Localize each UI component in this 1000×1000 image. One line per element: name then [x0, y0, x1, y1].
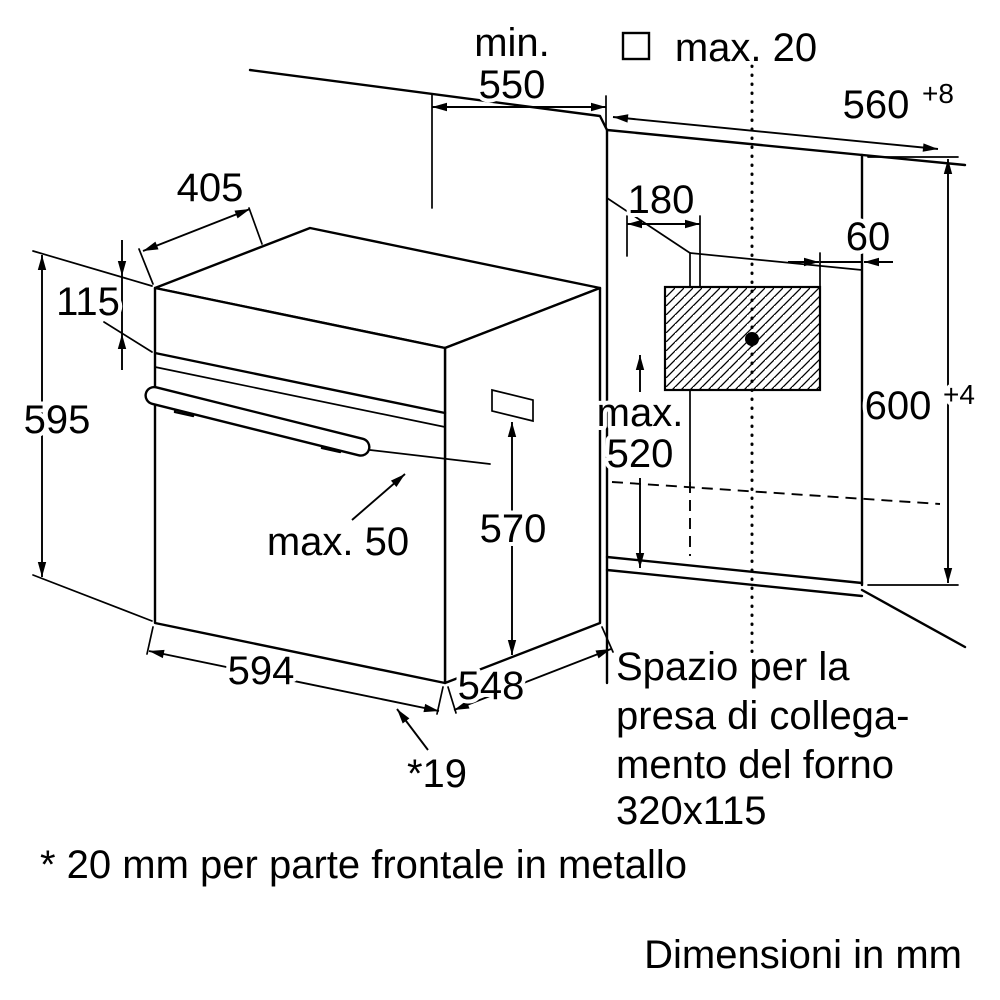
control-panel-bottom-line — [153, 351, 447, 415]
square-symbol — [621, 31, 651, 61]
door-top-line — [154, 366, 446, 428]
label-socket-offset-right: 60 — [846, 215, 891, 259]
dim-worktop-depth — [431, 94, 607, 209]
label-niche-depth-prefix: max. — [597, 391, 684, 435]
label-handle-protrusion: max. 50 — [267, 520, 409, 564]
dimension-line — [148, 649, 440, 713]
dim-socket-offset-right — [788, 252, 893, 288]
label-oven-width: 594 — [228, 649, 295, 693]
dim-top-gap — [621, 31, 651, 61]
extension-line — [248, 207, 263, 245]
oven-side-face — [443, 286, 602, 685]
label-control-panel-height: 115 — [56, 280, 120, 324]
label-oven-body-height: 570 — [480, 507, 547, 551]
socket-point — [745, 332, 759, 346]
niche-back-top-edge — [689, 252, 863, 271]
dimension-line — [612, 114, 939, 152]
label-niche-depth: 520 — [607, 432, 674, 476]
label-worktop-depth: 550 — [479, 63, 546, 107]
extension-line — [32, 250, 153, 287]
handle-reference-line — [369, 449, 491, 465]
extension-line — [32, 574, 153, 622]
label-oven-body-depth: 548 — [458, 664, 525, 708]
label-oven-height: 595 — [24, 398, 91, 442]
extension-line — [146, 626, 154, 655]
dim-socket-offset-left — [626, 215, 701, 288]
dim-oven-height — [32, 250, 153, 622]
dim-oven-top-depth — [138, 207, 263, 285]
label-niche-height: 600 — [865, 384, 932, 428]
dim-oven-width — [146, 626, 444, 715]
label-front-frame-overhang: *19 — [407, 752, 467, 796]
dim-control-panel-height — [103, 240, 153, 370]
door-handle — [144, 385, 371, 457]
label-niche-height-tolerance: +4 — [943, 379, 975, 410]
socket-note-line2: presa di collega- — [616, 694, 910, 738]
socket-note-line3: mento del forno — [616, 743, 894, 787]
socket-note-line4: 320x115 — [616, 789, 767, 833]
label-niche-width: 560 — [843, 83, 910, 127]
dim-front-frame-overhang — [396, 708, 429, 751]
niche-bottom-back-edge — [605, 555, 864, 585]
label-top-gap: max. 20 — [675, 26, 817, 70]
oven-front-face — [153, 286, 447, 685]
units-note: Dimensioni in mm — [644, 933, 962, 977]
socket-area-hatched — [663, 285, 822, 392]
label-oven-top-depth: 405 — [177, 166, 244, 210]
leader-arrow — [396, 708, 429, 751]
side-vent-detail — [491, 388, 534, 423]
niche-bottom-front-edge — [605, 568, 864, 598]
dim-niche-width — [612, 114, 939, 152]
dim-oven-body-depth — [447, 626, 614, 714]
socket-centerline-group — [745, 64, 759, 654]
footer-note: * 20 mm per parte frontale in metallo — [40, 843, 687, 887]
socket-note-line1: Spazio per la — [616, 645, 850, 689]
extension-line — [138, 248, 154, 285]
dimension-line — [453, 648, 612, 711]
dim-handle-protrusion — [351, 473, 406, 521]
label-socket-offset-left: 180 — [628, 178, 695, 222]
label-niche-width-tolerance: +8 — [922, 78, 954, 109]
dim-niche-height — [867, 156, 959, 586]
extension-line — [103, 321, 153, 353]
dimension-line — [142, 208, 251, 252]
extension-line — [601, 626, 614, 653]
socket-space — [663, 285, 822, 392]
label-worktop-depth-prefix: min. — [474, 21, 550, 65]
cabinet-bottom-right-edge — [860, 588, 967, 649]
niche-hidden-edge-bottom — [611, 481, 941, 505]
leader-arrow — [351, 473, 406, 521]
oven — [144, 226, 602, 685]
labels: min. 550 max. 20 560 +8 405 180 60 115 5… — [20, 17, 979, 977]
